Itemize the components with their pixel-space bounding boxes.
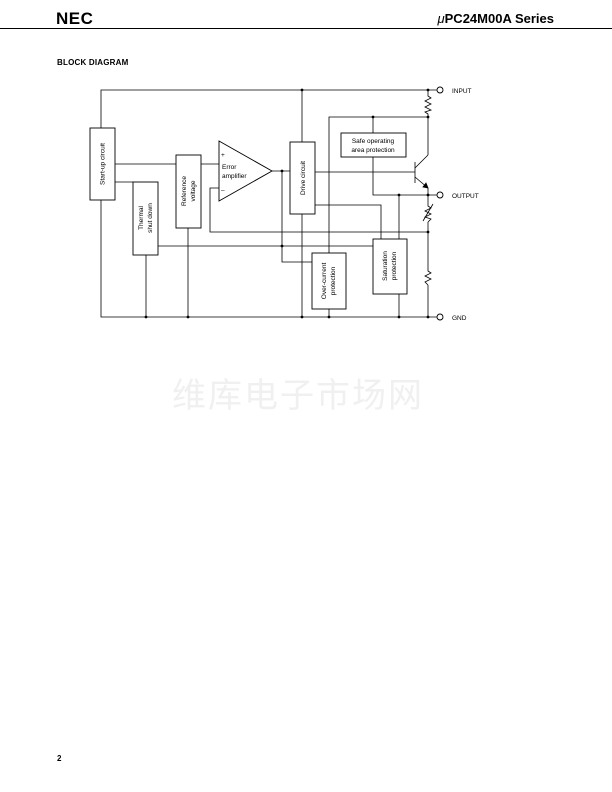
startup-block xyxy=(89,127,116,201)
section-title: BLOCK DIAGRAM xyxy=(57,58,129,67)
document-title: μPC24M00A Series xyxy=(438,11,554,26)
overcurrent-label-line1: Over-current xyxy=(321,263,328,300)
error-amplifier-block xyxy=(218,140,273,202)
error-amp-label-line1: Error xyxy=(222,164,237,171)
nec-logo: NEC xyxy=(56,9,94,28)
soa-output-wire xyxy=(372,157,437,196)
startup-label: Start-up circuit xyxy=(100,143,107,185)
saturation-block xyxy=(372,238,408,295)
output-label: OUTPUT xyxy=(452,193,479,200)
wires xyxy=(100,89,437,318)
gnd-rail xyxy=(100,200,437,318)
thermal-label-line2: shut down xyxy=(147,203,154,233)
feedback-wire xyxy=(209,187,428,233)
saturation-label-line1: Saturation xyxy=(382,251,389,281)
soa-block xyxy=(340,132,407,158)
gnd-label: GND xyxy=(452,315,467,322)
resistor-icon xyxy=(424,268,432,286)
thermal-block xyxy=(132,181,159,256)
header-rule xyxy=(0,28,612,29)
drive-label: Drive circuit xyxy=(300,161,307,195)
drive-to-saturation-wire xyxy=(315,204,382,239)
thermal-label-line1: Thermal xyxy=(138,206,145,230)
drive-block xyxy=(289,141,316,215)
error-amp-label-line2: amplifier xyxy=(222,173,247,180)
output-terminal-icon xyxy=(436,191,444,199)
junction-dots xyxy=(144,88,430,319)
overcurrent-label-line2: protection xyxy=(330,266,337,295)
input-rail xyxy=(100,89,437,128)
reference-label-line1: Reference xyxy=(181,176,188,206)
watermark: 维库电子市场网 xyxy=(172,376,424,416)
variable-resistor-arrow-icon xyxy=(422,203,434,222)
error-amp-minus: – xyxy=(221,187,225,194)
error-amp-plus: + xyxy=(221,152,225,159)
transistor-icon xyxy=(414,154,429,189)
document-title-text: PC24M00A Series xyxy=(444,11,554,26)
input-terminal-icon xyxy=(436,86,444,94)
overcurrent-sense-wire xyxy=(328,116,428,253)
mu-prefix: μ xyxy=(437,11,445,26)
saturation-label-line2: protection xyxy=(391,251,398,280)
reference-block xyxy=(175,154,202,229)
soa-label-line1: Safe operating xyxy=(352,138,395,145)
soa-label-line2: area protection xyxy=(351,147,395,154)
resistor-icon xyxy=(424,93,433,115)
reference-label-line2: voltage xyxy=(190,180,197,201)
input-label: INPUT xyxy=(452,88,472,95)
overcurrent-block xyxy=(311,252,347,310)
gnd-terminal-icon xyxy=(436,313,444,321)
page-number: 2 xyxy=(57,754,62,763)
